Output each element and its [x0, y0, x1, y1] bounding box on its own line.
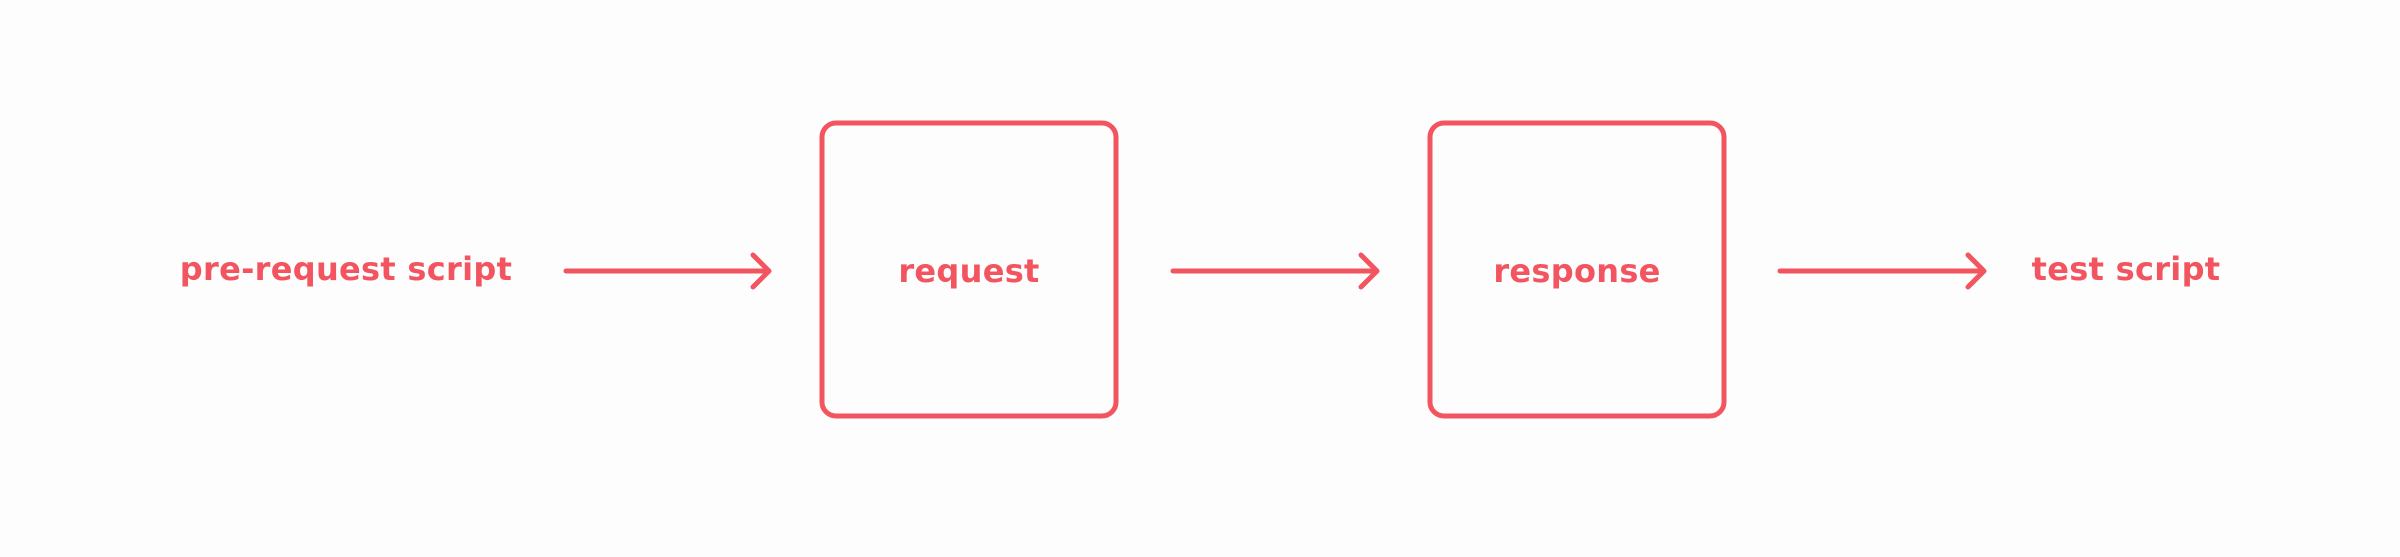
pre-request-script-label: pre-request script	[179, 250, 513, 288]
response-box	[1427, 120, 1727, 419]
arrow-response-to-test	[1777, 252, 1987, 290]
response-label: response	[1493, 252, 1661, 290]
request-box	[819, 120, 1119, 419]
arrow-request-to-response	[1170, 252, 1380, 290]
test-script-label: test script	[2031, 250, 2221, 288]
request-label: request	[898, 252, 1040, 290]
arrow-pre-request-to-request	[563, 252, 772, 290]
